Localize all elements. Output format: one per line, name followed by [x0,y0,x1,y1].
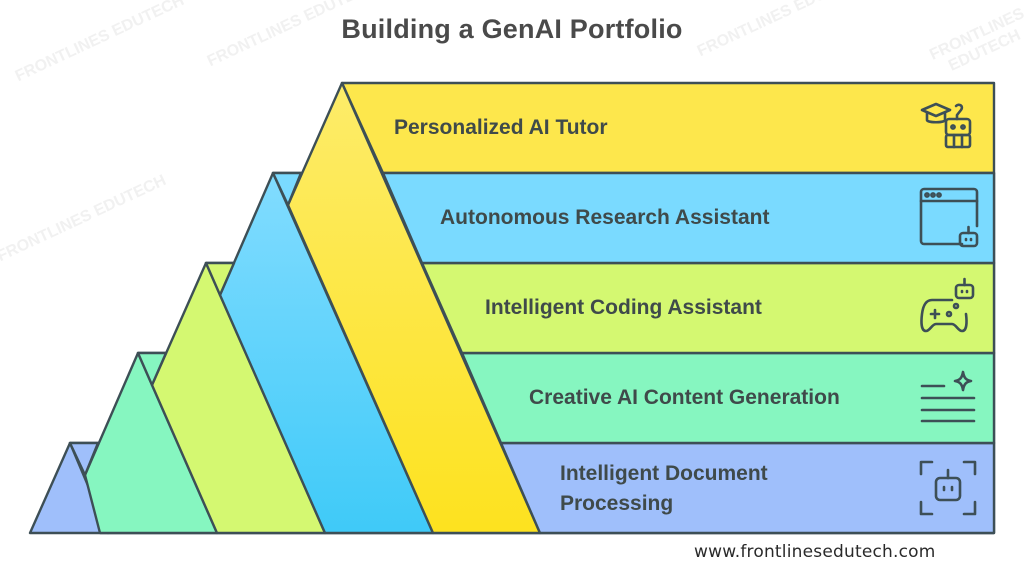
text-lines-sparkle-icon [920,370,976,423]
page-title: Building a GenAI Portfolio [341,14,683,44]
level-4-label: Creative AI Content Generation [529,386,840,409]
website-url: www.frontlinesedutech.com [694,542,936,562]
level-5-label: Intelligent Document Processing [560,459,768,519]
browser-window-robot-icon [919,187,979,248]
scan-frame-robot-icon [919,460,977,516]
level-2-label: Autonomous Research Assistant [440,206,770,229]
gamepad-robot-icon [920,277,975,333]
level-3-label: Intelligent Coding Assistant [485,296,762,319]
graduation-cap-robot-icon [920,102,972,149]
level-5-label-line1: Intelligent Document [560,462,768,485]
level-1-label: Personalized AI Tutor [394,116,608,139]
level-5-label-line2: Processing [560,492,674,515]
